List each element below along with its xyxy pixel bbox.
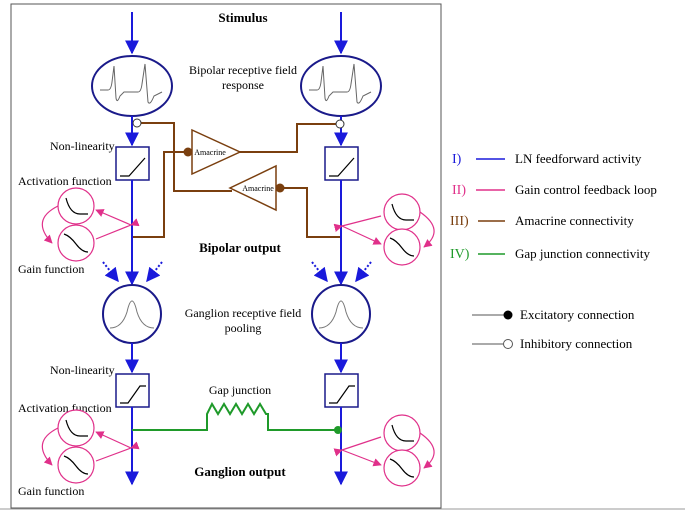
amacrine-lower-label: Amacrine xyxy=(242,184,274,193)
ganglion-rf-label-2: pooling xyxy=(225,321,262,335)
nonlinearity-label-bottom: Non-linearity xyxy=(50,363,115,377)
gain-label-bottom: Gain function xyxy=(18,484,84,498)
nonlinearity-box-right-bottom xyxy=(324,373,359,408)
gap-junction xyxy=(132,401,338,431)
legend-item-1: I) LN feedforward activity xyxy=(452,151,642,167)
bipolar-rf-label-1: Bipolar receptive field xyxy=(189,63,297,77)
gap-junction-node xyxy=(334,426,342,434)
nonlinearity-box-left-top xyxy=(115,146,150,181)
legend-numeral-4: IV) xyxy=(450,247,470,262)
nonlinearity-label-top: Non-linearity xyxy=(50,139,115,153)
ganglion-rf-label-1: Ganglion receptive field xyxy=(185,306,302,320)
legend: I) LN feedforward activity II) Gain cont… xyxy=(450,151,657,351)
excitatory-node-lower-amacrine xyxy=(275,183,285,193)
inhibitory-node-right xyxy=(335,119,345,129)
bipolar-output-label: Bipolar output xyxy=(199,240,281,255)
legend-item-3: III) Amacrine connectivity xyxy=(450,213,634,229)
legend-numeral-2: II) xyxy=(452,183,466,198)
gap-junction-label: Gap junction xyxy=(209,383,271,397)
ganglion-output-label: Ganglion output xyxy=(194,464,286,479)
ganglion-rf-left xyxy=(102,284,162,344)
ganglion-rf-right xyxy=(311,284,371,344)
gain-loop-right-bottom xyxy=(333,414,435,487)
legend-inhibitory-label: Inhibitory connection xyxy=(520,336,633,351)
gain-loop-left-top xyxy=(41,187,140,262)
legend-excitatory: Excitatory connection xyxy=(472,307,635,322)
gain-loop-left-bottom xyxy=(41,409,140,484)
gain-loop-right-top xyxy=(333,193,435,266)
bipolar-rf-left xyxy=(91,55,173,117)
amacrine-upper xyxy=(191,128,242,176)
legend-text-2: Gain control feedback loop xyxy=(515,182,657,197)
gain-label-top: Gain function xyxy=(18,262,84,276)
stimulus-label: Stimulus xyxy=(218,10,267,25)
legend-numeral-3: III) xyxy=(450,214,469,229)
legend-text-1: LN feedforward activity xyxy=(515,151,642,166)
legend-numeral-1: I) xyxy=(452,152,462,167)
legend-item-4: IV) Gap junction connectivity xyxy=(450,246,651,262)
amacrine-upper-label: Amacrine xyxy=(194,148,226,157)
dotted-inputs xyxy=(102,261,372,283)
bipolar-rf-label-2: response xyxy=(222,78,264,92)
diagram-frame xyxy=(10,3,442,509)
legend-inhibitory: Inhibitory connection xyxy=(472,336,633,351)
amacrine-lower xyxy=(228,164,277,212)
excitatory-node-upper-amacrine xyxy=(183,147,193,157)
activation-label-bottom: Activation function xyxy=(18,401,112,415)
amacrine-connections xyxy=(132,122,341,238)
activation-label-top: Activation function xyxy=(18,174,112,188)
inhibitory-node-left xyxy=(132,118,142,128)
legend-text-4: Gap junction connectivity xyxy=(515,246,651,261)
nonlinearity-box-left-bottom xyxy=(115,373,150,408)
legend-excitatory-label: Excitatory connection xyxy=(520,307,635,322)
nonlinearity-box-right-top xyxy=(324,146,359,181)
legend-text-3: Amacrine connectivity xyxy=(515,213,634,228)
bipolar-rf-right xyxy=(300,55,382,117)
legend-item-2: II) Gain control feedback loop xyxy=(452,182,657,198)
